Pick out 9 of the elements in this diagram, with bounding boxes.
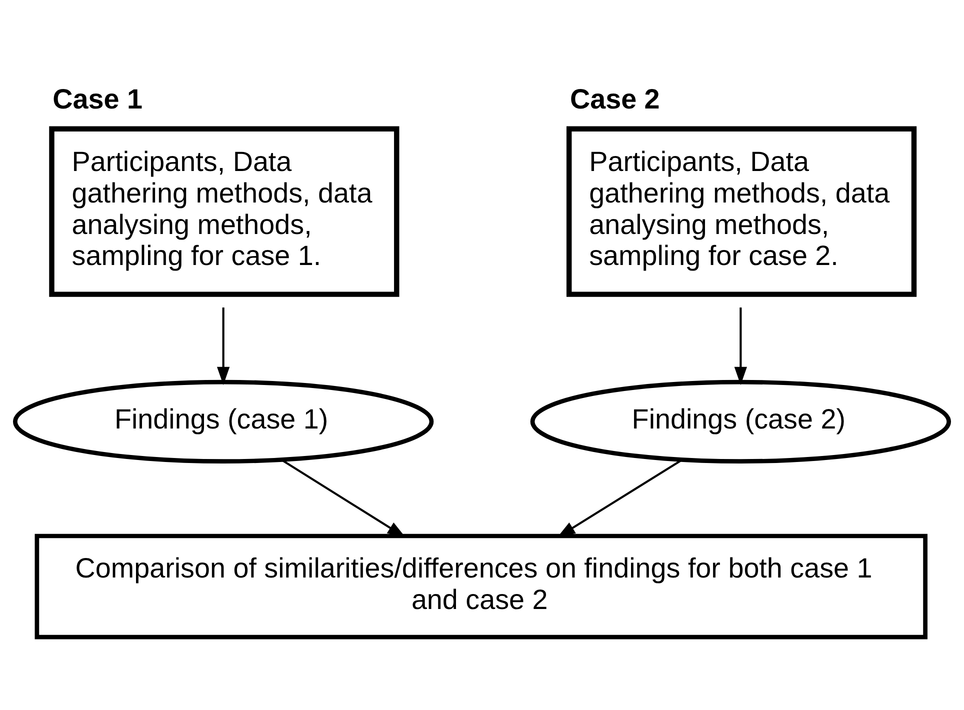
node-label: Case 2 <box>570 82 660 114</box>
node-box: Participants, Data gathering methods, data analysing methods, sampling for case 1. <box>49 126 400 296</box>
node-label: Case 1 <box>52 82 142 114</box>
node-box: Participants, Data gathering methods, data analysing methods, sampling for case 2. <box>566 126 917 296</box>
node-box: Comparison of similarities/differences on findings for both case 1 and case 2 <box>34 533 928 639</box>
arrow <box>734 307 748 385</box>
arrow <box>216 307 230 385</box>
node-ellipse: Findings (case 2) <box>530 379 951 463</box>
node-ellipse: Findings (case 1) <box>13 379 434 463</box>
